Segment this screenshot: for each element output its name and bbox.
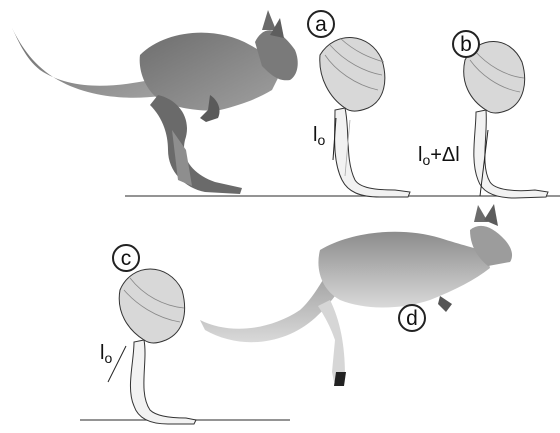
length-label-b: lo+Δl — [418, 144, 460, 168]
length-sub-a: o — [317, 132, 325, 148]
panel-label-a: a — [307, 10, 335, 38]
length-sub-c: o — [104, 350, 112, 366]
panel-letter-d: d — [406, 308, 418, 329]
length-suffix-b: +Δl — [430, 144, 459, 166]
length-label-a: lo — [313, 124, 325, 148]
panel-letter-c: c — [121, 248, 132, 269]
panel-letter-b: b — [460, 34, 472, 55]
kangaroo-standing — [12, 10, 298, 194]
panel-label-b: b — [452, 30, 480, 58]
leg-diagram-a — [320, 38, 410, 197]
kangaroo-leaping — [200, 204, 512, 386]
leg-diagram-c — [108, 269, 196, 424]
panel-label-c: c — [112, 244, 140, 272]
leg-diagram-b — [464, 41, 548, 198]
length-label-c: lo — [100, 342, 112, 366]
panel-label-d: d — [398, 304, 426, 332]
panel-letter-a: a — [315, 14, 327, 35]
